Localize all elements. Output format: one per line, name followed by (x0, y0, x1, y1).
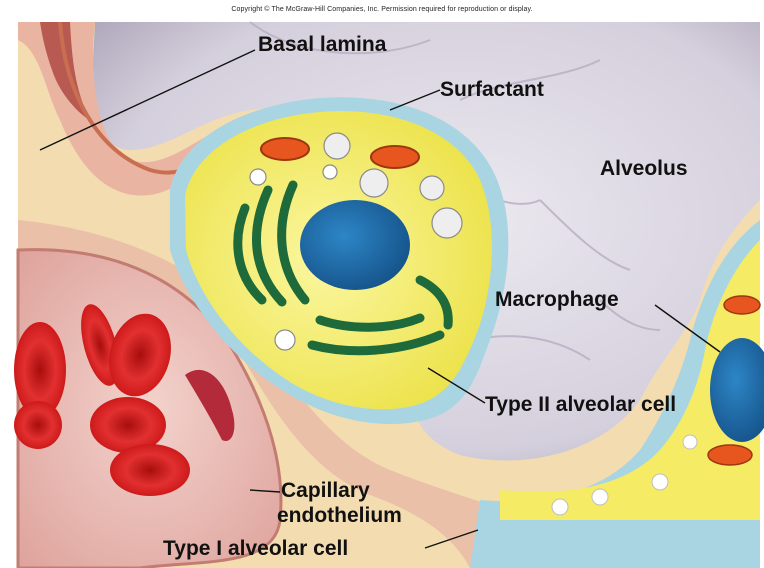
red-blood-cell (14, 401, 62, 449)
label-type-i-alveolar-cell: Type I alveolar cell (163, 538, 348, 560)
label-endothelium: endothelium (277, 505, 402, 527)
mitochondrion (724, 296, 760, 314)
copyright-notice: Copyright © The McGraw-Hill Companies, I… (0, 6, 764, 13)
label-capillary: Capillary (281, 480, 370, 502)
label-surfactant: Surfactant (440, 79, 544, 101)
type-ii-cell-nucleus (300, 200, 410, 290)
red-blood-cell (110, 444, 190, 496)
label-basal-lamina: Basal lamina (258, 34, 386, 56)
label-macrophage: Macrophage (495, 289, 619, 311)
mitochondrion (708, 445, 752, 465)
label-type-ii-alveolar-cell: Type II alveolar cell (485, 394, 676, 416)
label-alveolus: Alveolus (600, 158, 688, 180)
